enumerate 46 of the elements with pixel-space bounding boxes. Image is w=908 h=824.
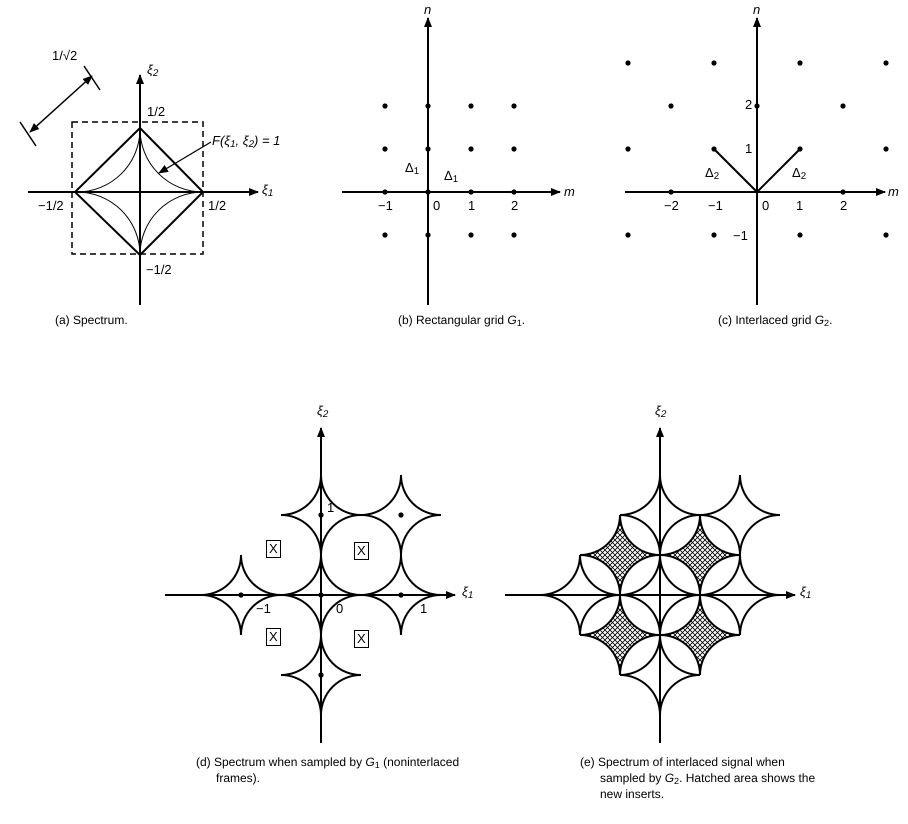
tick-label: 2 (745, 97, 752, 113)
tick-label: 1/2 (147, 104, 166, 120)
tick-label: 1 (468, 198, 476, 214)
vector-label: Δ$_{1}$ (405, 160, 420, 176)
tick-label: 1 (327, 500, 334, 516)
axis-label: m (564, 184, 575, 200)
tick-label: −1/2 (38, 198, 64, 214)
axis-label: ξ$_{2}$ (317, 403, 328, 419)
axis-label: ξ$_{2}$ (655, 403, 666, 419)
figure-caption: (e) Spectrum of interlaced signal when sampled by G$_{2}$. Hatched area shows the new inserts. (580, 754, 816, 802)
vector-label: Δ$_{2}$ (792, 165, 806, 181)
tick-label: −1 (378, 198, 393, 214)
tick-label: −1 (256, 601, 271, 617)
axis-label: ξ$_{1}$ (262, 182, 274, 198)
figure-caption: (c) Interlaced grid G$_{2}$. (718, 312, 832, 328)
tick-label: 0 (433, 198, 440, 214)
figure-caption: (d) Spectrum when sampled by G$_{1}$ (noninterlaced frames). (196, 754, 460, 786)
tick-label: −1 (733, 228, 748, 244)
axis-label: n (424, 2, 432, 18)
tick-label: 1 (745, 141, 752, 157)
tick-label: 0 (336, 601, 344, 617)
tick-label: 2 (840, 198, 848, 214)
boxed-x-mark: X (266, 628, 281, 646)
axis-label: m (888, 184, 899, 200)
figure-caption: (a) Spectrum. (55, 312, 129, 328)
tick-label: 1 (796, 198, 804, 214)
boxed-x-mark: X (354, 542, 369, 560)
tick-label: 0 (762, 198, 770, 214)
dimension-label: 1/√2 (52, 48, 78, 64)
tick-label: 1 (420, 601, 428, 617)
tick-label: 1/2 (208, 198, 226, 214)
tick-label: −2 (664, 198, 679, 214)
vector-label: Δ$_{2}$ (705, 165, 720, 181)
axis-label: ξ$_{1}$ (462, 584, 474, 600)
tick-label: 2 (511, 198, 518, 214)
figure-caption: (b) Rectangular grid G$_{1}$. (398, 312, 526, 328)
boxed-x-mark: X (354, 630, 369, 648)
axis-label: ξ$_{1}$ (800, 584, 812, 600)
vector-label: Δ$_{1}$ (444, 168, 458, 184)
tick-label: −1/2 (146, 262, 172, 278)
equation-label: F(ξ$_{1}$, ξ$_{2}$) = 1 (212, 132, 280, 150)
boxed-x-mark: X (266, 540, 281, 558)
leader-line (158, 141, 212, 174)
axis-label: ξ$_{2}$ (147, 62, 158, 78)
axis-label: n (753, 2, 760, 18)
tick-label: −1 (708, 198, 723, 214)
